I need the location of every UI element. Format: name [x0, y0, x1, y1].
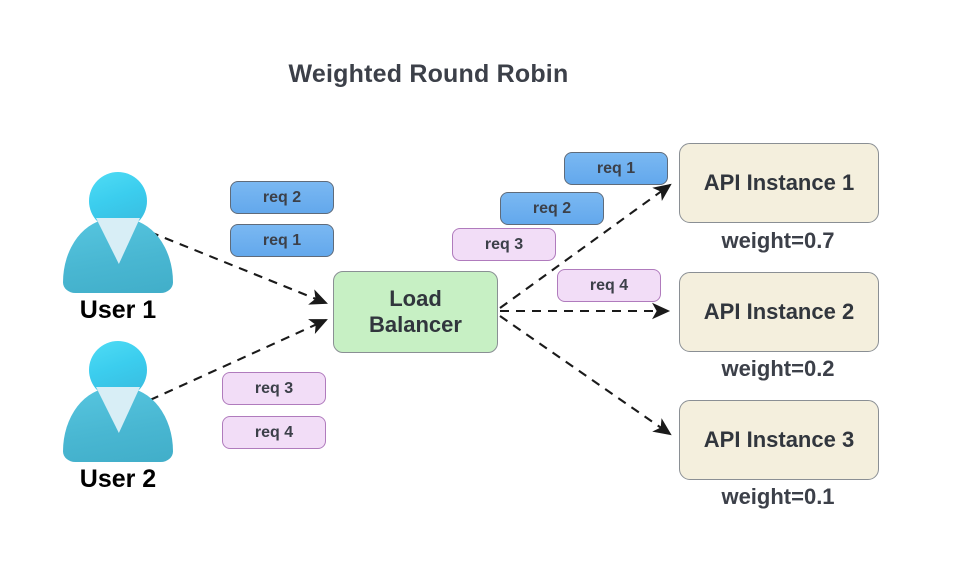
load-balancer-label-line1: Load: [389, 286, 442, 312]
load-balancer-label-line2: Balancer: [369, 312, 462, 337]
dispatched-pill-req1: req 1: [564, 152, 668, 185]
request-pill-user1-req1: req 1: [230, 224, 334, 257]
dispatched-pill-req2: req 2: [500, 192, 604, 225]
request-pill-user2-req4: req 4: [222, 416, 326, 449]
api-instance-2-node: API Instance 2: [679, 272, 879, 352]
request-pill-user2-req3: req 3: [222, 372, 326, 405]
api-instance-3-node: API Instance 3: [679, 400, 879, 480]
page-title: Weighted Round Robin: [288, 60, 569, 88]
load-balancer-node: Load Balancer: [333, 271, 498, 353]
user-2-label: User 2: [79, 465, 157, 493]
edge-lb-to-api3: [499, 315, 672, 436]
api-instance-1-weight: weight=0.7: [721, 228, 835, 253]
api-instance-1-node: API Instance 1: [679, 143, 879, 223]
request-pill-user1-req2: req 2: [230, 181, 334, 214]
user-1-label: User 1: [79, 296, 157, 324]
user-2: User 2: [63, 341, 173, 493]
dispatched-pill-req4: req 4: [557, 269, 661, 302]
api-instance-3-weight: weight=0.1: [721, 484, 835, 509]
user-1: User 1: [63, 172, 173, 324]
dispatched-pill-req3: req 3: [452, 228, 556, 261]
api-instance-2-weight: weight=0.2: [721, 356, 835, 381]
